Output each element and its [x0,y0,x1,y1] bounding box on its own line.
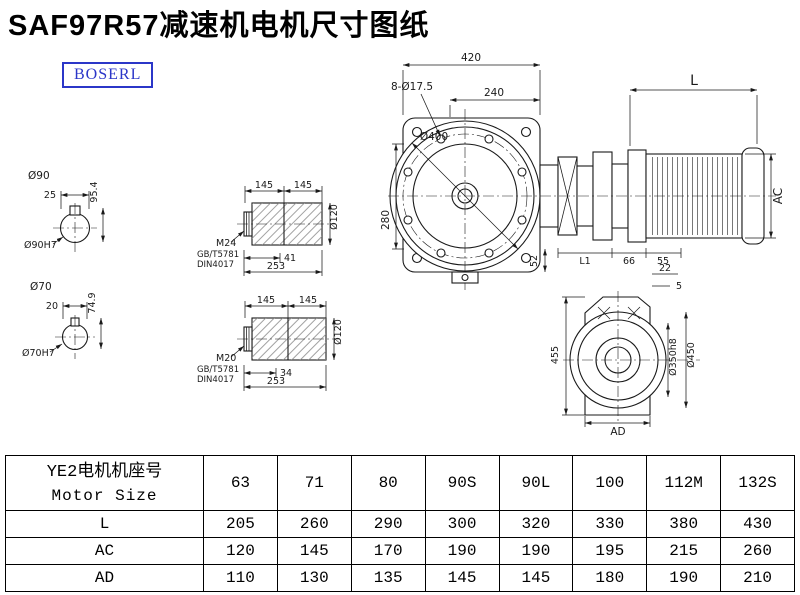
header-en: Motor Size [51,486,158,505]
dim-145-a: 145 [257,295,275,306]
cell: 180 [572,564,648,592]
std-din4017: DIN4017 [197,260,234,270]
dim-bolt-holes: 8-Ø17.5 [391,81,433,93]
dim-145-b: 145 [299,295,317,306]
dim-d70: Ø70 [30,281,52,293]
thread-label-m20: M20 [216,353,236,364]
dim-key-25: 25 [44,190,56,201]
shaft-detail-m20: 145 145 Ø120 M20 GB/T5781 DIN4017 34 [197,295,344,391]
dim-74-9: 74.9 [87,292,98,313]
dim-145-b: 145 [294,180,312,191]
size-col-132s: 132S [720,455,795,511]
size-col-71: 71 [276,455,352,511]
dim-d120: Ø120 [333,319,344,345]
dim-41: 41 [284,253,296,264]
boserl-logo: BOSERL [62,62,154,88]
shaft-section-70: Ø70 20 74.9 Ø70H7 [22,281,103,359]
dim-key-20: 20 [46,301,58,312]
cell: 260 [720,537,795,565]
dim-d350: Ø350h8 [668,338,679,376]
cell: 430 [720,510,795,538]
cell: 195 [572,537,648,565]
dim-AD: AD [610,426,625,438]
shaft-section-90: Ø90 25 95.4 Ø90H7 [24,170,105,253]
table-row-AD: AD 110 130 135 145 145 180 190 210 [5,564,795,592]
cell: 120 [203,537,278,565]
row-label-AD: AD [5,564,204,592]
dim-L: L [690,73,698,89]
dim-d70h7: Ø70H7 [22,348,55,359]
dim-455: 455 [550,346,561,364]
dim-d120: Ø120 [329,204,340,230]
size-col-112m: 112M [646,455,722,511]
drawing-canvas: Ø90 25 95.4 Ø90H7 Ø70 20 [22,52,785,438]
dim-d90: Ø90 [28,170,50,182]
dim-22: 22 [659,263,671,274]
dim-34: 34 [280,368,292,379]
cell: 110 [203,564,278,592]
row-label-L: L [5,510,204,538]
table-header-row: YE2电机机座号 Motor Size 63 71 80 90S 90L 100… [5,455,795,511]
dim-253: 253 [267,261,285,272]
cell: 205 [203,510,278,538]
header-cn: YE2电机机座号 [46,462,163,482]
std-gbt5781: GB/T5781 [197,250,239,260]
flange-output-view: 455 Ø350h8 Ø450 AD [550,291,700,438]
size-col-100: 100 [572,455,648,511]
cell: 300 [424,510,500,538]
table-row-L: L 205 260 290 300 320 330 380 430 [5,510,795,538]
dim-55: 55 [657,256,669,267]
dim-5: 5 [676,281,682,292]
dim-L1: L1 [579,256,590,267]
dim-145-a: 145 [255,180,273,191]
cell: 210 [720,564,795,592]
dim-52: 52 [529,255,540,267]
dim-280: 280 [380,210,392,230]
row-label-AC: AC [5,537,204,565]
dim-95-4: 95.4 [89,181,100,202]
shaft-detail-m24: 145 145 Ø120 M24 GB/T5781 DIN4017 41 [197,180,340,276]
cell: 170 [350,537,426,565]
dim-420: 420 [461,52,481,64]
dim-d90h7: Ø90H7 [24,240,57,251]
cell: 145 [498,564,574,592]
dim-d400: Ø400 [420,131,448,143]
cell: 380 [646,510,722,538]
cell: 145 [424,564,500,592]
cell: 330 [572,510,648,538]
cell: 320 [498,510,574,538]
std-din4017: DIN4017 [197,375,234,385]
technical-drawing: Ø90 25 95.4 Ø90H7 Ø70 20 [0,45,800,455]
dim-253: 253 [267,376,285,387]
dim-240: 240 [484,87,504,99]
cell: 190 [498,537,574,565]
gearbox-front-view: Ø400 420 240 8-Ø17.5 280 52 [380,52,547,290]
housing-foot [451,271,479,284]
motor-size-header-cell: YE2电机机座号 Motor Size [5,455,204,511]
cell: 130 [276,564,352,592]
thread-label-m24: M24 [216,238,236,249]
motor-side-view: L AC L1 66 55 22 5 [539,73,785,292]
cell: 145 [276,537,352,565]
cell: 190 [646,564,722,592]
std-gbt5781: GB/T5781 [197,365,239,375]
size-col-63: 63 [203,455,278,511]
cell: 215 [646,537,722,565]
cell: 260 [276,510,352,538]
cell: 290 [350,510,426,538]
size-col-80: 80 [350,455,426,511]
page-title: SAF97R57减速机电机尺寸图纸 [8,10,430,42]
size-col-90s: 90S [424,455,500,511]
cell: 135 [350,564,426,592]
dim-66: 66 [623,256,635,267]
cell: 190 [424,537,500,565]
dim-AC: AC [771,188,785,204]
size-col-90l: 90L [498,455,574,511]
motor-dimension-table: YE2电机机座号 Motor Size 63 71 80 90S 90L 100… [5,455,795,592]
dim-d450: Ø450 [686,342,697,368]
table-row-AC: AC 120 145 170 190 190 195 215 260 [5,537,795,565]
